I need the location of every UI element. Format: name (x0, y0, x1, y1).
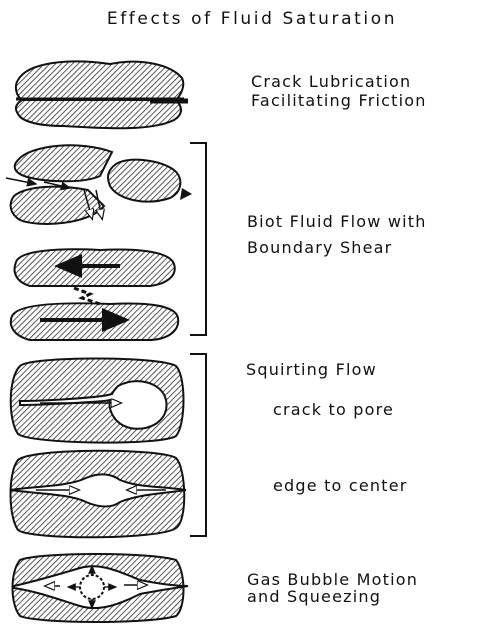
squirt-edge-to-center-sketch (10, 451, 186, 538)
biot-flow-lower-sketch (11, 249, 178, 340)
squirt-bracket (190, 354, 206, 536)
label-crack-to-pore: crack to pore (273, 401, 394, 418)
label-squirting-flow: Squirting Flow (246, 361, 377, 378)
label-crack-lubrication-line1: Crack Lubrication (251, 73, 411, 90)
crack-lubrication-sketch (16, 61, 188, 128)
label-edge-to-center: edge to center (273, 477, 408, 494)
biot-bracket (190, 143, 206, 335)
label-gas-bubble-line2: and Squeezing (247, 588, 381, 605)
label-biot-flow-line2: Boundary Shear (247, 239, 392, 256)
gas-bubble-sketch (13, 554, 189, 622)
label-crack-lubrication-line2: Facilitating Friction (251, 92, 427, 109)
label-biot-flow-line1: Biot Fluid Flow with (247, 213, 427, 230)
squirt-crack-to-pore-sketch (11, 359, 184, 443)
label-gas-bubble-line1: Gas Bubble Motion (247, 571, 418, 588)
biot-flow-upper-sketch (6, 145, 192, 224)
